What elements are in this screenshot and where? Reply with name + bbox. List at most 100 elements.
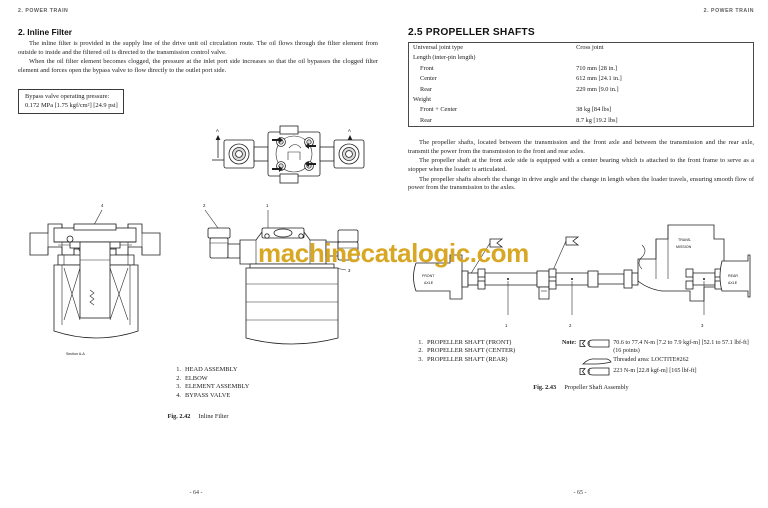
legend-number: 1. <box>418 338 423 346</box>
right-paragraph-2: The propeller shaft at the front axle si… <box>408 157 754 173</box>
note-text: 70.6 to 77.4 N-m [7.2 to 7.9 kgf-m] [52.… <box>613 339 749 354</box>
legend-item: 3. ELEMENT ASSEMBLY <box>170 383 378 392</box>
left-folio: - 64 - <box>189 490 203 496</box>
spec-value: 38 kg [84 lbs] <box>576 106 612 114</box>
left-figure-legend: 1. HEAD ASSEMBLY 2. ELBOW 3. ELEMENT ASSEMB… <box>170 366 378 400</box>
table-row: Front 710 mm [28 in.] <box>409 64 754 74</box>
callout-2-shaft: 2 <box>569 323 572 328</box>
spec-key: Length (inter-pin length) <box>413 54 476 62</box>
table-row: Center 612 mm [24.1 in.] <box>409 74 754 84</box>
right-figure-legend: 1. PROPELLER SHAFT (FRONT) 2. PROPELLER SH… <box>412 339 562 365</box>
legend-item: 1. PROPELLER SHAFT (FRONT) <box>412 339 562 348</box>
spec-value: Cross joint <box>576 44 604 52</box>
spec-value: 8.7 kg [19.2 lbs] <box>576 116 618 124</box>
left-section-title: 2. Inline Filter <box>18 27 72 37</box>
right-figure-title: Propeller Shaft Assembly <box>564 384 629 392</box>
front-axle-label-line2: AXLE <box>424 281 434 285</box>
spec-key: Front + Center <box>420 106 458 114</box>
filter-detail-views: 4 <box>18 198 378 370</box>
transmission-label-line1: TRANS- <box>678 238 692 242</box>
note-label: Note: <box>562 339 577 346</box>
table-row: Rear 229 mm [9.0 in.] <box>409 85 754 95</box>
callout-2-right: 2 <box>203 203 206 208</box>
rear-axle-label-line1: REAR <box>728 274 738 278</box>
spec-key: Weight <box>413 96 432 104</box>
table-row: Rear 8.7 kg [19.2 lbs] <box>409 116 754 127</box>
right-paragraph-1: The propeller shafts, located between th… <box>408 139 754 155</box>
transmission-label-line2: MISSION <box>676 245 692 249</box>
legend-label: ELBOW <box>185 374 208 382</box>
spec-value <box>574 53 753 63</box>
filter-head-top-view: A A <box>18 118 378 200</box>
right-folio: - 65 - <box>573 490 587 496</box>
front-axle-label-line1: FRONT <box>422 274 435 278</box>
legend-label: PROPELLER SHAFT (REAR) <box>427 355 508 363</box>
legend-number: 3. <box>176 383 181 391</box>
legend-label: BYPASS VALVE <box>185 391 231 399</box>
legend-label: ELEMENT ASSEMBLY <box>185 383 250 391</box>
legend-label: HEAD ASSEMBLY <box>185 366 238 374</box>
bypass-spec-line-2: 0.172 MPa [1.75 kgf/cm²] [24.9 psi] <box>25 101 118 109</box>
left-page: 2. POWER TRAIN 2. Inline Filter The inli… <box>18 8 378 496</box>
section-aa-label: Section A-A <box>66 352 85 356</box>
left-figure-caption: Fig. 2.42 Inline Filter <box>18 413 378 420</box>
left-figure-title: Inline Filter <box>198 412 229 420</box>
table-row: Universal joint type Cross joint <box>409 43 754 54</box>
spec-value <box>574 95 753 105</box>
left-page-header: 2. POWER TRAIN <box>18 8 69 14</box>
right-figure-number: Fig. 2.43 <box>533 384 557 392</box>
bolt-torque-icon <box>579 367 613 377</box>
legend-number: 4. <box>176 391 181 399</box>
legend-item: 2. ELBOW <box>170 375 378 384</box>
spec-key: Universal joint type <box>413 44 464 52</box>
table-row: Weight <box>409 95 754 105</box>
note-item: Note: Threaded area: LOCTITE#262 <box>562 356 754 366</box>
callout-1-right: 1 <box>266 203 269 208</box>
propeller-shaft-diagram: FRONT AXLE 1 <box>408 215 754 345</box>
legend-label: PROPELLER SHAFT (CENTER) <box>427 347 516 355</box>
right-page-header: 2. POWER TRAIN <box>703 8 754 14</box>
filter-assembly-drawing: 2 1 3 <box>203 203 359 345</box>
torque-note-block: Note: 70.6 to 77.4 N-m [7.2 to 7.9 kgf-m… <box>562 339 754 377</box>
spec-key: Front <box>420 64 434 72</box>
legend-item: 3.PROPELLER SHAFT (REAR) <box>412 356 562 365</box>
rear-axle-label-line2: AXLE <box>728 281 738 285</box>
callout-4-left: 4 <box>101 203 104 208</box>
spec-value: 710 mm [28 in.] <box>576 64 618 72</box>
legend-item: 1. HEAD ASSEMBLY <box>170 366 378 375</box>
spec-key: Rear <box>420 116 432 124</box>
note-item: Note: 70.6 to 77.4 N-m [7.2 to 7.9 kgf-m… <box>562 339 754 356</box>
right-figure-caption: Fig. 2.43 Propeller Shaft Assembly <box>408 384 754 391</box>
callout-3-right: 3 <box>348 268 351 273</box>
section-mark-a-right: A <box>348 128 351 133</box>
section-mark-a-left: A <box>216 128 219 133</box>
callout-1-shaft: 1 <box>505 323 508 328</box>
section-aa-drawing: 4 <box>29 203 161 356</box>
legend-item: 2. PROPELLER SHAFT (CENTER) <box>412 347 562 356</box>
left-paragraph-2: When the oil filter element becomes clog… <box>18 58 378 74</box>
table-row: Front + Center 38 kg [84 lbs] <box>409 105 754 115</box>
table-row: Length (inter-pin length) <box>409 53 754 63</box>
legend-number: 2. <box>418 347 423 355</box>
note-text: Threaded area: LOCTITE#262 <box>613 357 689 364</box>
legend-item: 4. BYPASS VALVE <box>170 392 378 401</box>
propeller-shaft-spec-table: Universal joint type Cross joint Length (… <box>408 42 754 128</box>
spec-key: Rear <box>420 85 432 93</box>
spec-value: 229 mm [9.0 in.] <box>576 85 619 93</box>
spec-value: 612 mm [24.1 in.] <box>576 75 622 83</box>
callout-3-shaft: 3 <box>701 323 704 328</box>
note-item: Note: 223 N-m [22.8 kgf-m] [165 lbf-ft] <box>562 367 754 377</box>
legend-label: PROPELLER SHAFT (FRONT) <box>427 338 512 346</box>
right-paragraph-3: The propeller shafts absorb the change i… <box>408 175 754 192</box>
right-page: 2. POWER TRAIN 2.5 PROPELLER SHAFTS Univ… <box>392 0 768 508</box>
bypass-pressure-spec-box: Bypass valve operating pressure: 0.172 M… <box>18 89 124 115</box>
bypass-spec-line-1: Bypass valve operating pressure: <box>25 93 110 101</box>
left-paragraph-1: The inline filter is provided in the sup… <box>18 40 378 56</box>
note-text: 223 N-m [22.8 kgf-m] [165 lbf-ft] <box>613 367 697 374</box>
legend-number: 1. <box>176 366 181 374</box>
spec-key: Center <box>420 75 437 83</box>
bolt-torque-icon <box>579 339 613 349</box>
thread-locker-icon <box>579 356 613 366</box>
legend-number: 2. <box>176 374 181 382</box>
